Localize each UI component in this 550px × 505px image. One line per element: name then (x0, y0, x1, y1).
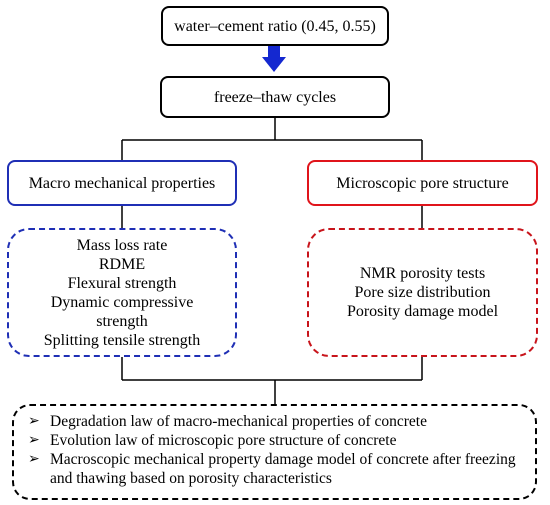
conclusion-text: Degradation law of macro-mechanical prop… (50, 413, 427, 430)
micro-label: Microscopic pore structure (336, 174, 509, 192)
conclusion-item: ➢ Evolution law of microscopic pore stru… (28, 431, 521, 450)
process-label: freeze–thaw cycles (213, 88, 337, 106)
macro-tests-box: Mass loss rate RDME Flexural strength Dy… (7, 228, 237, 357)
input-label: water–cement ratio (0.45, 0.55) (174, 17, 376, 35)
down-arrow-icon (262, 46, 286, 72)
micro-box: Microscopic pore structure (307, 160, 538, 206)
micro-test-item: Pore size distribution (354, 284, 491, 301)
conclusion-item: ➢ Macroscopic mechanical property damage… (28, 450, 521, 488)
macro-test-item: Dynamic compressive (50, 293, 194, 311)
macro-test-item: strength (96, 312, 148, 330)
process-box: freeze–thaw cycles (160, 76, 390, 118)
micro-tests-list: NMR porosity tests Pore size distributio… (347, 264, 498, 321)
macro-test-item: Splitting tensile strength (43, 331, 201, 349)
input-box: water–cement ratio (0.45, 0.55) (161, 6, 389, 46)
conclusion-text: Evolution law of microscopic pore struct… (50, 432, 397, 449)
arrow-bullet-icon: ➢ (28, 414, 40, 429)
macro-label: Macro mechanical properties (28, 174, 216, 192)
conclusion-text: Macroscopic mechanical property damage m… (50, 451, 516, 487)
arrow-bullet-icon: ➢ (28, 452, 40, 467)
micro-test-item: NMR porosity tests (359, 265, 486, 282)
micro-tests-box: NMR porosity tests Pore size distributio… (307, 228, 538, 357)
macro-box: Macro mechanical properties (7, 160, 237, 206)
macro-tests-list: Mass loss rate RDME Flexural strength Dy… (44, 236, 200, 350)
macro-test-item: Flexural strength (67, 274, 177, 292)
arrow-bullet-icon: ➢ (28, 433, 40, 448)
macro-test-item: RDME (98, 255, 146, 273)
conclusions-box: ➢ Degradation law of macro-mechanical pr… (12, 404, 537, 500)
conclusion-item: ➢ Degradation law of macro-mechanical pr… (28, 412, 521, 431)
micro-test-item: Porosity damage model (346, 303, 499, 320)
macro-test-item: Mass loss rate (76, 236, 168, 254)
